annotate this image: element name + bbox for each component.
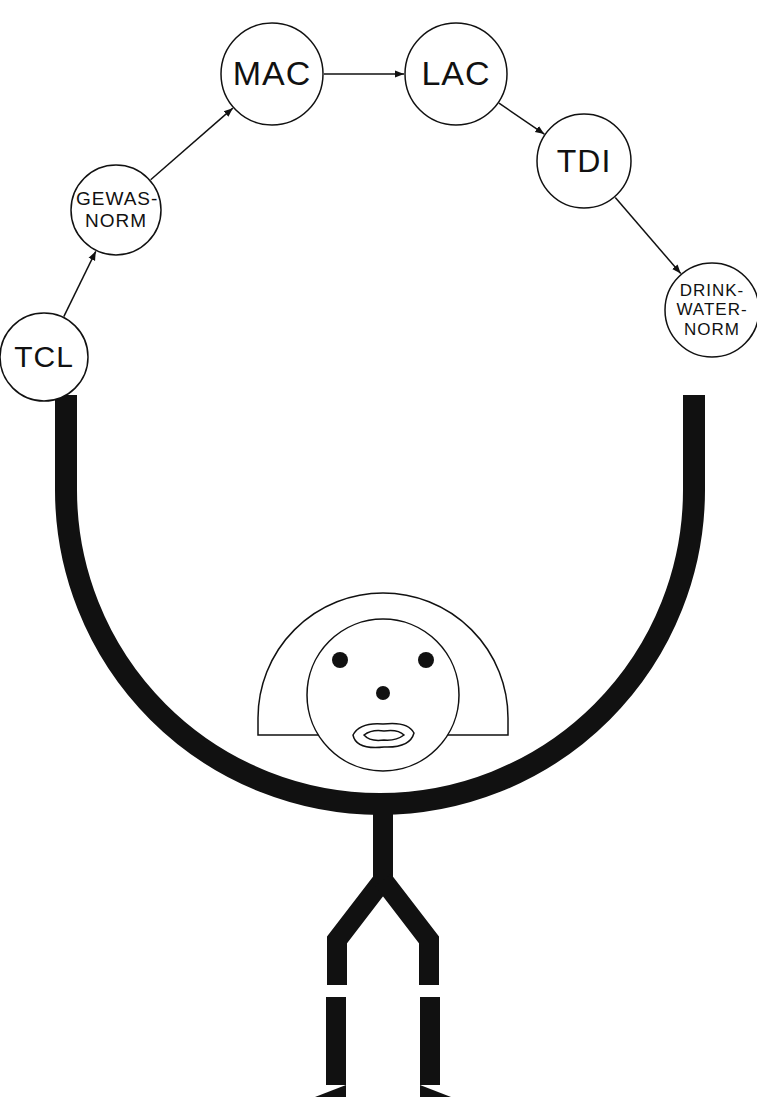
foot — [420, 1085, 451, 1097]
lower-leg — [326, 997, 346, 1085]
circle-node: MAC — [220, 22, 324, 126]
circle-shape — [405, 23, 507, 125]
arrow-connector — [615, 197, 680, 273]
circle-shape — [537, 114, 631, 208]
eye — [418, 652, 434, 668]
circle-node: LAC — [404, 22, 508, 126]
mouth-outer — [353, 723, 414, 747]
circle-shape — [0, 313, 88, 401]
mouth-inner — [364, 731, 404, 741]
node-label: LAC — [408, 54, 504, 93]
circle-shape — [221, 23, 323, 125]
node-label: GEWAS- NORM — [76, 188, 156, 232]
node-label: TDI — [540, 143, 628, 180]
lower-leg — [420, 997, 440, 1085]
foot — [315, 1085, 346, 1097]
arrow-connector — [499, 103, 544, 134]
circle-shape — [665, 263, 757, 357]
node-label: TCL — [4, 340, 84, 375]
circle-node: GEWAS- NORM — [70, 164, 162, 256]
upper-leg — [337, 880, 383, 985]
upper-leg — [383, 880, 429, 985]
arrow-connector — [64, 251, 96, 316]
eye — [332, 652, 348, 668]
nose — [376, 686, 390, 700]
arms-arc — [66, 395, 694, 804]
circle-node: DRINK- WATER- NORM — [664, 262, 757, 358]
arrow-connector — [151, 108, 233, 180]
node-label: DRINK- WATER- NORM — [674, 281, 750, 340]
face-circle — [307, 619, 459, 771]
circle-shape — [71, 165, 161, 255]
circle-node: TDI — [536, 113, 632, 209]
arrow-connector — [324, 73, 404, 75]
node-label: MAC — [224, 54, 320, 93]
circle-node: TCL — [0, 312, 89, 402]
